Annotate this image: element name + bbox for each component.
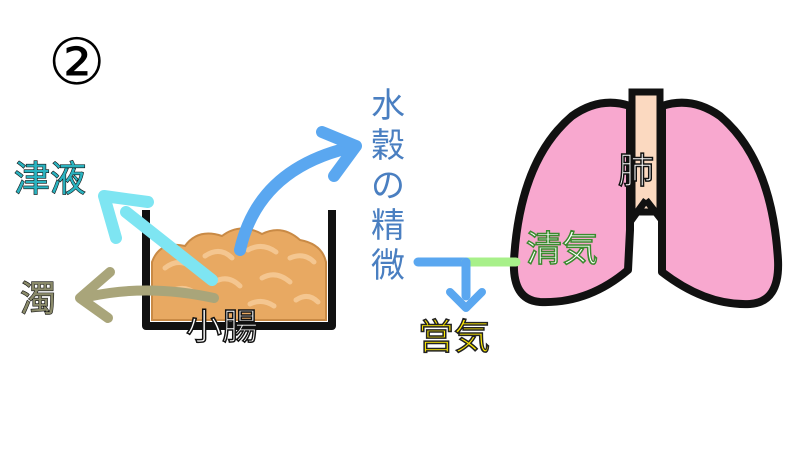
- label-shineki: 津液: [13, 159, 87, 200]
- lung-icon: [509, 88, 783, 309]
- connector-lines: [413, 257, 521, 312]
- label-eiki: 営気: [417, 317, 491, 359]
- arrow-to-shineki: [98, 190, 218, 286]
- label-shocho: 小腸: [185, 307, 259, 349]
- arrow-to-daku: [75, 267, 219, 323]
- bowl-icon: [142, 210, 336, 330]
- step-number: ②: [48, 26, 106, 100]
- arrow-to-suikoku: [234, 126, 362, 256]
- label-suikoku: 水穀の精微: [371, 86, 405, 286]
- label-seiki: 清気: [525, 229, 599, 271]
- label-hai: 肺: [617, 151, 655, 193]
- label-daku: 濁: [19, 279, 57, 320]
